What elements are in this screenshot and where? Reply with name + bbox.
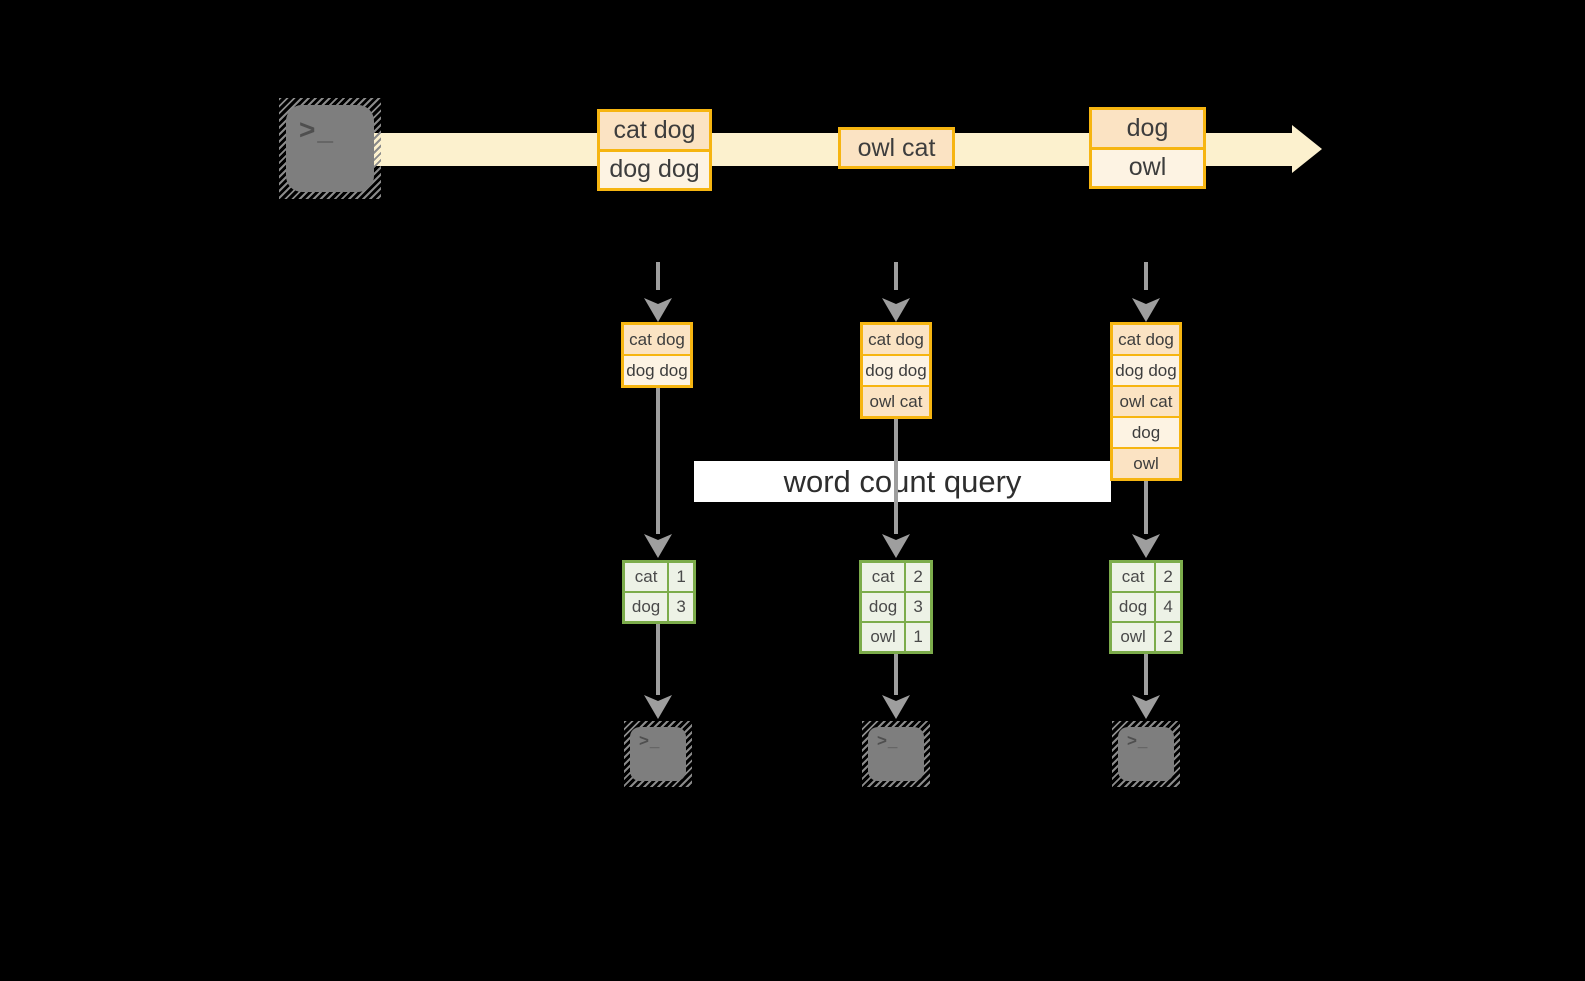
terminal-prompt-icon: >_ xyxy=(299,114,335,145)
word-cell: owl xyxy=(862,623,905,651)
batch-row: dog dog xyxy=(624,356,690,385)
event-row: dog dog xyxy=(600,151,709,188)
word-cell: dog xyxy=(625,593,668,621)
event-row: owl xyxy=(1092,149,1203,186)
sink-terminal-icon-2: >_ xyxy=(862,721,930,787)
terminal-body: >_ xyxy=(1118,727,1174,781)
event-row: dog xyxy=(1092,110,1203,147)
word-cell: dog xyxy=(862,593,905,621)
table-row: dog 4 xyxy=(1112,593,1180,621)
table-row: dog 3 xyxy=(625,593,693,621)
count-cell: 2 xyxy=(1156,563,1180,591)
count-cell: 3 xyxy=(669,593,693,621)
arrowhead-icon xyxy=(644,298,672,322)
batch-row: owl cat xyxy=(1113,387,1179,416)
batch-row: cat dog xyxy=(624,325,690,354)
terminal-prompt-icon: >_ xyxy=(639,731,661,750)
terminal-body: >_ xyxy=(630,727,686,781)
query-label-text: word count query xyxy=(783,463,1022,499)
table-row: cat 2 xyxy=(1112,563,1180,591)
count-cell: 1 xyxy=(906,623,930,651)
batch-row: cat dog xyxy=(1113,325,1179,354)
arrowhead-icon xyxy=(882,298,910,322)
word-cell: dog xyxy=(1112,593,1155,621)
batch-row: owl cat xyxy=(863,387,929,416)
word-cell: cat xyxy=(1112,563,1155,591)
arrowhead-icon xyxy=(882,695,910,719)
count-cell: 3 xyxy=(906,593,930,621)
source-terminal-icon: >_ xyxy=(279,98,381,199)
result-table-3: cat 2 dog 4 owl 2 xyxy=(1109,560,1183,654)
sink-terminal-icon-1: >_ xyxy=(624,721,692,787)
terminal-prompt-icon: >_ xyxy=(877,731,899,750)
table-row: cat 2 xyxy=(862,563,930,591)
count-cell: 1 xyxy=(669,563,693,591)
sink-arrow-line-2 xyxy=(894,654,898,695)
batch-row: dog xyxy=(1113,418,1179,447)
query-arrow-line-2 xyxy=(894,419,898,534)
sink-arrow-line-1 xyxy=(656,624,660,695)
sink-terminal-icon-3: >_ xyxy=(1112,721,1180,787)
arrowhead-icon xyxy=(644,695,672,719)
batch-row: owl xyxy=(1113,449,1179,478)
count-cell: 2 xyxy=(1156,623,1180,651)
word-cell: cat xyxy=(625,563,668,591)
batch-row: dog dog xyxy=(863,356,929,385)
arrowhead-icon xyxy=(1132,695,1160,719)
count-cell: 4 xyxy=(1156,593,1180,621)
word-cell: owl xyxy=(1112,623,1155,651)
arrowhead-icon xyxy=(882,534,910,558)
dashed-arrow-line-3 xyxy=(1144,262,1148,290)
result-table-1: cat 1 dog 3 xyxy=(622,560,696,624)
batch-row: dog dog xyxy=(1113,356,1179,385)
stream-arrowhead-icon xyxy=(1292,125,1322,173)
table-row: owl 2 xyxy=(1112,623,1180,651)
batch-row: cat dog xyxy=(863,325,929,354)
arrowhead-icon xyxy=(644,534,672,558)
query-arrow-line-1 xyxy=(656,388,660,534)
arrowhead-icon xyxy=(1132,534,1160,558)
word-cell: cat xyxy=(862,563,905,591)
query-label: word count query xyxy=(694,461,1111,502)
table-row: dog 3 xyxy=(862,593,930,621)
arrowhead-icon xyxy=(1132,298,1160,322)
table-row: cat 1 xyxy=(625,563,693,591)
event-row: cat dog xyxy=(600,112,709,149)
dashed-arrow-line-2 xyxy=(894,262,898,290)
terminal-body: >_ xyxy=(286,105,374,192)
count-cell: 2 xyxy=(906,563,930,591)
result-table-2: cat 2 dog 3 owl 1 xyxy=(859,560,933,654)
terminal-body: >_ xyxy=(868,727,924,781)
sink-arrow-line-3 xyxy=(1144,654,1148,695)
dashed-arrow-line-1 xyxy=(656,262,660,290)
terminal-prompt-icon: >_ xyxy=(1127,731,1149,750)
table-row: owl 1 xyxy=(862,623,930,651)
event-row: owl cat xyxy=(841,130,952,166)
query-arrow-line-3 xyxy=(1144,481,1148,534)
timeline-event-box-2: owl cat xyxy=(838,127,955,169)
